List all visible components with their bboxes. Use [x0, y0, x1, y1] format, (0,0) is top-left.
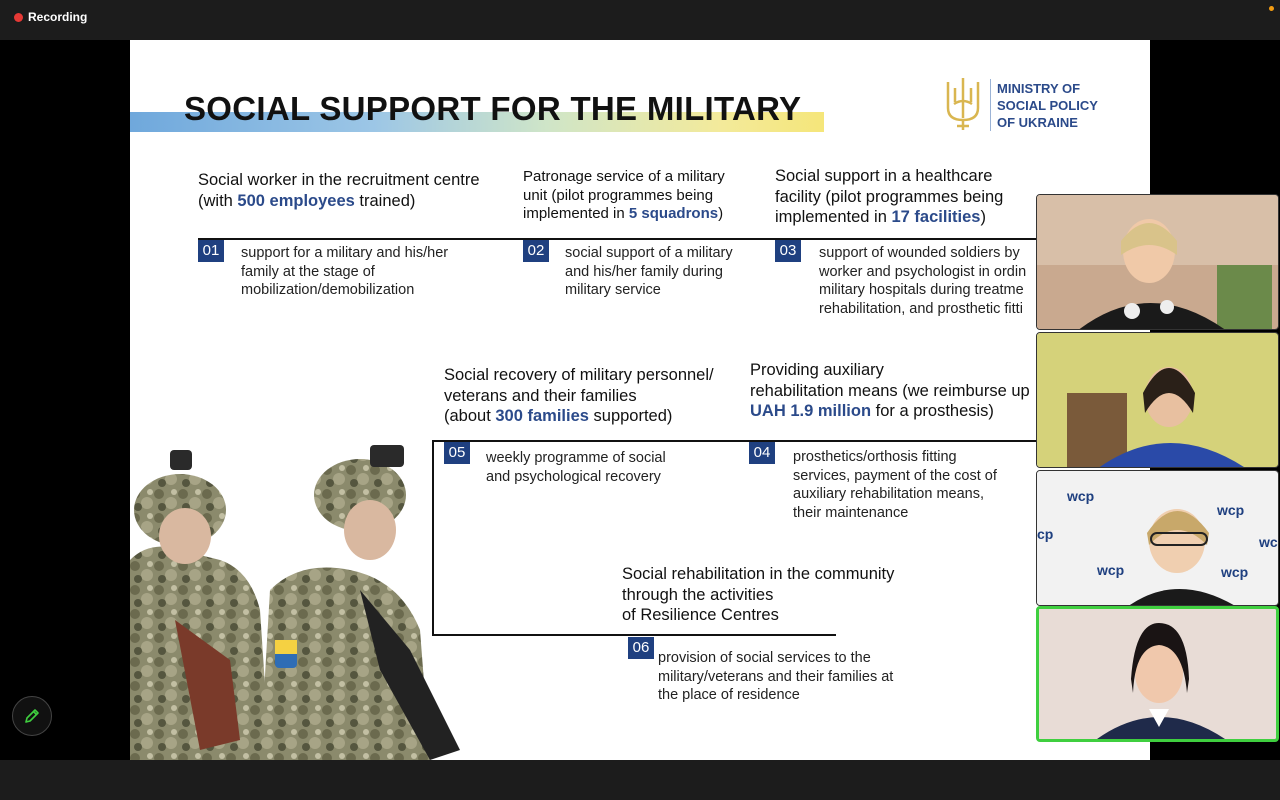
title-line: Patronage service of a military	[523, 168, 725, 185]
svg-text:wcp: wcp	[1066, 488, 1094, 504]
block-recovery-title: Social recovery of military personnel/ v…	[444, 365, 714, 427]
title-line: Social recovery of military personnel/	[444, 366, 714, 384]
ministry-line-1: MINISTRY OF	[997, 80, 1081, 96]
title-line: Social rehabilitation in the community	[622, 565, 895, 583]
title-line: rehabilitation means (we reimburse up	[750, 381, 1030, 400]
row-3-divider	[432, 634, 836, 636]
item-number-03: 03	[775, 240, 801, 262]
svg-text:wcp: wcp	[1096, 562, 1124, 578]
participant-tile-1[interactable]	[1036, 194, 1279, 330]
bracket-vertical-line	[432, 440, 434, 636]
title-line: facility (pilot programmes being	[775, 187, 1004, 206]
recording-label: Recording	[28, 10, 88, 24]
title-line: Providing auxiliary	[750, 361, 884, 379]
status-dot-icon	[1269, 6, 1274, 11]
ministry-line-3: OF UKRAINE	[997, 114, 1078, 130]
recording-indicator: Recording	[14, 10, 87, 24]
participant-video-2	[1037, 333, 1278, 467]
slide-title: SOCIAL SUPPORT FOR THE MILITARY	[184, 90, 802, 127]
shared-slide: SOCIAL SUPPORT FOR THE MILITARY MINISTRY…	[130, 40, 1150, 760]
title-line: veterans and their families	[444, 386, 637, 405]
block-recruitment-title: Social worker in the recruitment centre …	[198, 170, 480, 211]
title-line: through the activities	[622, 585, 774, 604]
title-line: (about 300 families supported)	[444, 407, 673, 425]
title-line: unit (pilot programmes being	[523, 186, 714, 204]
pencil-icon	[25, 709, 39, 723]
row-2-divider	[432, 440, 1150, 442]
title-line: UAH 1.9 million for a prosthesis)	[750, 402, 994, 420]
soldiers-photo	[130, 445, 460, 760]
title-gradient-stripe	[130, 112, 824, 132]
title-line: implemented in 5 squadrons)	[523, 205, 724, 222]
trident-icon	[946, 78, 980, 130]
item-number-04: 04	[749, 442, 775, 464]
recording-dot-icon	[14, 12, 23, 22]
title-line: Social worker in the recruitment centre	[198, 171, 480, 189]
meeting-top-bar: Recording	[0, 0, 1280, 40]
svg-text:wcp: wcp	[1220, 564, 1248, 580]
ministry-logo: MINISTRY OF SOCIAL POLICY OF UKRAINE	[942, 74, 1098, 136]
item-number-06: 06	[628, 637, 654, 659]
svg-text:wc: wc	[1258, 534, 1278, 550]
row-1-divider	[198, 238, 1150, 240]
ministry-name: MINISTRY OF SOCIAL POLICY OF UKRAINE	[997, 80, 1098, 131]
svg-text:wcp: wcp	[1216, 502, 1244, 518]
item-number-05: 05	[444, 442, 470, 464]
item-number-02: 02	[523, 240, 549, 262]
annotate-button[interactable]	[12, 696, 52, 736]
title-line: implemented in 17 facilities)	[775, 208, 986, 226]
title-line: Social support in a healthcare	[775, 167, 993, 185]
svg-text:cp: cp	[1037, 526, 1053, 542]
participant-tile-2[interactable]	[1036, 332, 1279, 468]
block-patronage-title: Patronage service of a military unit (pi…	[523, 168, 725, 224]
block-auxiliary-title: Providing auxiliary rehabilitation means…	[750, 360, 1030, 422]
ministry-line-2: SOCIAL POLICY	[997, 97, 1098, 113]
item-number-01: 01	[198, 240, 224, 262]
logo-divider	[990, 79, 991, 131]
participant-video-4	[1039, 609, 1276, 739]
title-line: of Resilience Centres	[622, 606, 779, 624]
block-healthcare-title: Social support in a healthcare facility …	[775, 166, 1003, 228]
block-resilience-title: Social rehabilitation in the community t…	[622, 564, 894, 626]
participant-video-1	[1037, 195, 1278, 329]
participant-tile-4-active-speaker[interactable]	[1036, 606, 1279, 742]
title-line: (with 500 employees trained)	[198, 191, 416, 210]
meeting-bottom-bar	[0, 760, 1280, 800]
